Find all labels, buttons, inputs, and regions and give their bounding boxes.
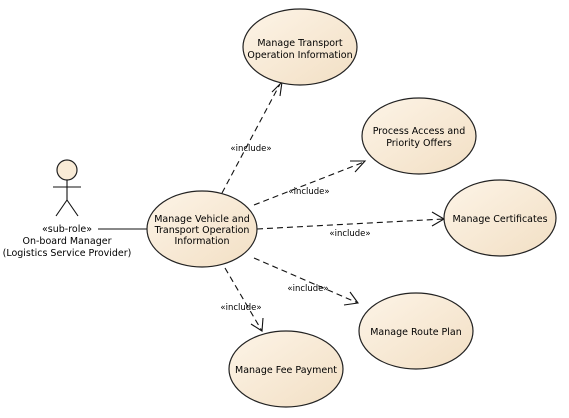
actor-stereotype: «sub-role»	[42, 224, 92, 235]
include-label-transport: «include»	[230, 144, 271, 154]
use-case-manage-fee-payment[interactable]: Manage Fee Payment	[228, 330, 344, 408]
use-case-label: Process Access and	[373, 126, 465, 137]
arrowhead	[343, 291, 359, 306]
arrowhead	[271, 80, 283, 97]
arrowhead	[350, 160, 367, 173]
use-case-label: Manage Fee Payment	[235, 365, 337, 376]
include-label-certificates: «include»	[329, 229, 370, 239]
use-case-label: Transport Operation	[154, 225, 250, 236]
use-case-label: Manage Transport	[257, 38, 343, 49]
use-case-label: Manage Route Plan	[370, 327, 462, 338]
include-transport-connector	[221, 80, 283, 194]
include-label-route: «include»	[287, 284, 328, 294]
use-case-label: Manage Vehicle and	[154, 214, 250, 225]
include-route-connector	[253, 257, 359, 306]
include-label-fee: «include»	[220, 303, 261, 313]
use-case-label: Information	[175, 236, 230, 247]
include-fee-connector	[224, 267, 264, 332]
use-case-manage-route-plan[interactable]: Manage Route Plan	[358, 292, 474, 370]
include-access-connector	[253, 160, 367, 206]
use-case-process-access[interactable]: Process Access and Priority Offers	[361, 97, 477, 175]
actor-right-leg	[66, 199, 79, 217]
use-case-manage-vehicle-transport[interactable]: Manage Vehicle and Transport Operation I…	[146, 190, 258, 268]
include-certificates-connector	[256, 211, 446, 230]
use-case-label: Operation Information	[247, 50, 352, 61]
use-case-manage-transport-operation[interactable]: Manage Transport Operation Information	[242, 8, 358, 86]
actor-name-line-1: On-board Manager	[22, 236, 111, 247]
actor-figure[interactable]	[53, 159, 81, 217]
actor-head	[56, 159, 78, 181]
actor-name-line-2: (Logistics Service Provider)	[3, 248, 132, 259]
arrowhead	[250, 317, 264, 332]
use-case-manage-certificates[interactable]: Manage Certificates	[443, 179, 557, 257]
use-case-label: Manage Certificates	[452, 214, 547, 225]
include-label-access: «include»	[288, 187, 329, 197]
use-case-label: Priority Offers	[386, 138, 452, 149]
actor-left-leg	[55, 199, 68, 217]
